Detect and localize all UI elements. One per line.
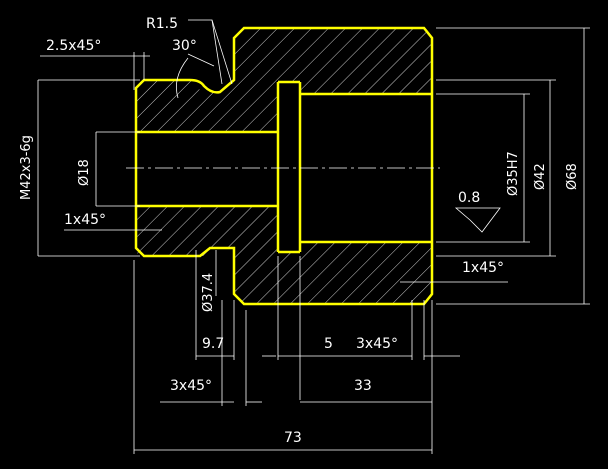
- roughness-label: 0.8: [458, 190, 480, 206]
- thread-label: M42x3-6g: [19, 135, 34, 200]
- part-outline: [134, 26, 434, 306]
- dimension-lines: [37, 19, 590, 454]
- overall-length-label: 73: [284, 430, 302, 446]
- dia-42-label: Ø42: [533, 163, 548, 190]
- chamfer-mid-label: 3x45°: [356, 336, 398, 352]
- dim-5-label: 5: [324, 336, 333, 352]
- angle-label: 30°: [172, 38, 197, 54]
- chamfer-right-label: 1x45°: [462, 260, 504, 276]
- dim-33-label: 33: [354, 378, 372, 394]
- groove-width-label: 9.7: [202, 336, 224, 352]
- chamfer-left-top-label: 2.5x45°: [46, 38, 101, 54]
- radius-label: R1.5: [146, 16, 178, 32]
- bore-small-label: Ø18: [77, 159, 92, 186]
- chamfer-bottom-label: 3x45°: [170, 378, 212, 394]
- chamfer-left-bottom-label: 1x45°: [64, 212, 106, 228]
- groove-dia-label: Ø37.4: [201, 273, 216, 312]
- bore-large-label: Ø35H7: [506, 151, 521, 196]
- section-hatching: [136, 28, 432, 304]
- dia-68-label: Ø68: [565, 163, 580, 190]
